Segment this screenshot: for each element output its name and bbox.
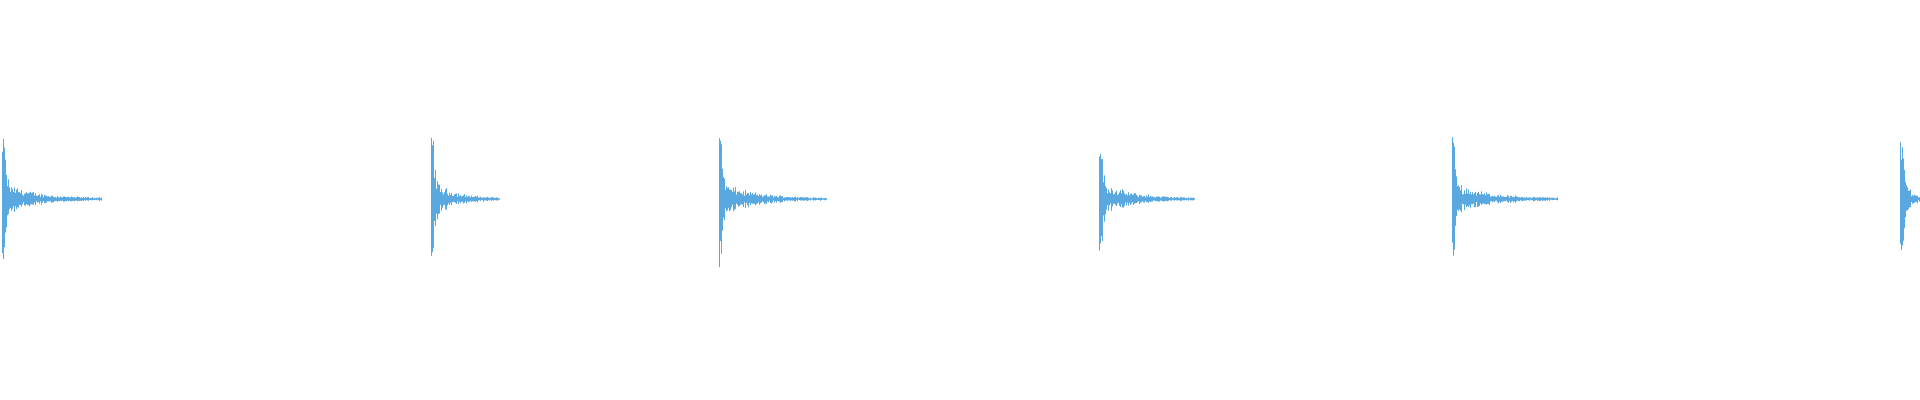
transient-waveform-path bbox=[1099, 153, 1195, 251]
waveform-transient bbox=[1452, 137, 1558, 256]
waveform-transient bbox=[719, 138, 827, 267]
waveform-transient bbox=[431, 137, 500, 256]
transient-waveform-path bbox=[431, 137, 500, 256]
transient-waveform-path bbox=[719, 138, 827, 267]
transient-waveform-path bbox=[1452, 137, 1558, 256]
waveform-transient bbox=[2, 138, 102, 259]
waveform-transient bbox=[1900, 141, 1920, 250]
transient-waveform-path bbox=[1900, 141, 1920, 250]
transient-waveform-path bbox=[2, 138, 102, 259]
waveform-transient bbox=[1099, 153, 1195, 251]
